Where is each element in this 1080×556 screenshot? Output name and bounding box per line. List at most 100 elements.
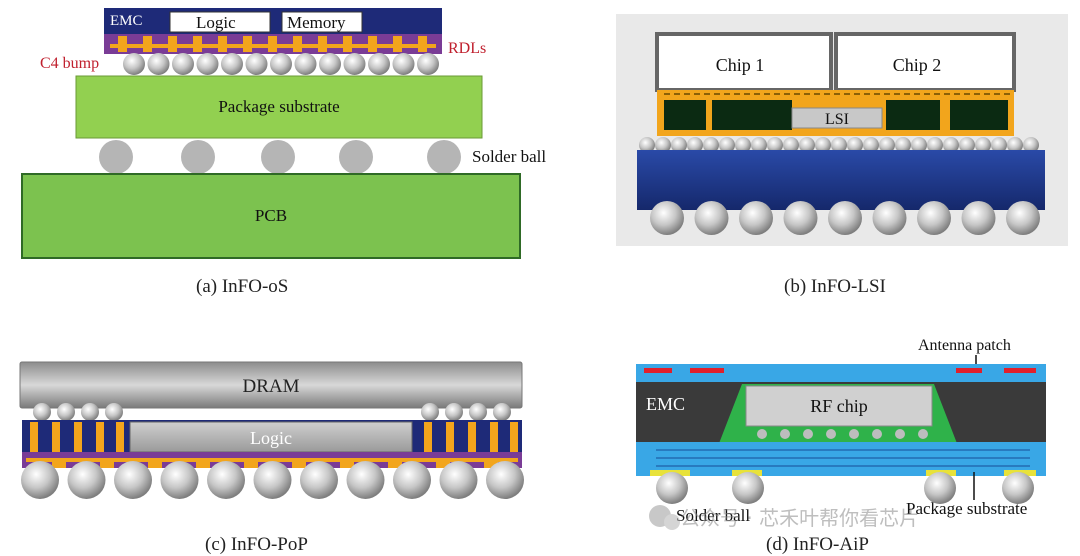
c-tiv (30, 422, 38, 456)
a-c4-bump (172, 53, 194, 75)
d-solder-ball (732, 472, 764, 504)
d-antenna-patch (1004, 368, 1036, 373)
c-pop-ball (469, 403, 487, 421)
a-c4-bump (221, 53, 243, 75)
a-c4-bump (392, 53, 415, 75)
c-rdl-pad (148, 460, 162, 468)
c-rdl-trace (26, 458, 518, 462)
c-tiv (96, 422, 104, 456)
c-through-info-vias (30, 422, 518, 456)
b-solder-balls (650, 201, 1040, 235)
d-chip-bumps (757, 429, 928, 439)
d-rdl-lines (656, 449, 1030, 467)
c-pop-ball (445, 403, 463, 421)
d-chip-bump (918, 429, 928, 439)
d-antenna-label: Antenna patch (918, 337, 1011, 354)
b-lsi-label: LSI (825, 111, 849, 128)
a-rdls-label: RDLs (448, 40, 486, 57)
a-memory-die (281, 11, 363, 33)
b-micro-bump (831, 137, 847, 153)
d-rf-chip (745, 385, 933, 427)
panel-c-info-pop: DRAM Logic (c) InFO-PoP (19, 361, 524, 555)
c-solder-ball (207, 461, 245, 499)
a-c4-label: C4 bump (40, 55, 99, 72)
a-pcb-label: PCB (255, 206, 287, 225)
d-emc-label: EMC (646, 394, 685, 414)
b-lsi-bridge (791, 107, 883, 129)
c-rdl-pad (292, 460, 306, 468)
b-solder-ball (872, 201, 907, 235)
b-micro-bump (783, 137, 799, 153)
wechat-icon-small (664, 514, 680, 530)
b-solder-ball (917, 201, 951, 235)
a-c4-bumps (123, 53, 439, 75)
d-chip-bump (895, 429, 905, 439)
a-solder-ball (261, 140, 295, 174)
b-micro-bump (1007, 137, 1023, 153)
c-rdl-pad (340, 460, 354, 468)
c-logic-label: Logic (250, 428, 292, 448)
c-tiv (116, 422, 124, 456)
b-micro-bump (1023, 137, 1039, 153)
c-tiv (446, 422, 454, 456)
panel-d-info-aip: Antenna patch RF chip EMC Solder ball Pa… (636, 337, 1046, 555)
a-logic-die (169, 11, 271, 33)
a-c4-bump (245, 53, 268, 75)
b-micro-bump (719, 137, 735, 153)
c-pop-ball (105, 403, 123, 421)
c-solder-ball (21, 461, 59, 499)
b-solder-ball (739, 201, 773, 235)
b-micro-bumps (639, 137, 1039, 153)
a-solder-ball (427, 140, 461, 174)
c-rdl-pad (100, 460, 114, 468)
a-logic-label: Logic (196, 13, 236, 32)
b-micro-bump (879, 137, 895, 153)
a-solder-ball (181, 140, 215, 174)
c-dram-label: DRAM (242, 376, 299, 397)
a-solder-balls (99, 140, 461, 174)
a-rdl-traces (110, 36, 436, 52)
c-tiv (490, 422, 498, 456)
c-tiv (510, 422, 518, 456)
d-solder-ball (1002, 472, 1034, 504)
d-rdl-layer (636, 442, 1046, 476)
c-caption: (c) InFO-PoP (205, 534, 308, 555)
c-solder-ball (253, 461, 292, 499)
b-micro-bump (959, 137, 975, 153)
d-top-layer (636, 364, 1046, 384)
b-molding-block (664, 100, 706, 130)
c-pop-ball (493, 403, 511, 421)
d-antenna-patches (644, 368, 1036, 373)
c-tiv (74, 422, 82, 456)
a-emc-label: EMC (110, 13, 143, 29)
b-caption: (b) InFO-LSI (784, 276, 886, 297)
b-chip1 (655, 32, 833, 92)
b-solder-ball (694, 201, 729, 235)
d-chip-bump (849, 429, 859, 439)
a-package-substrate (75, 75, 483, 139)
c-rdl-pad (52, 460, 66, 468)
a-solder-ball (339, 140, 373, 174)
b-solder-ball (783, 201, 818, 235)
b-molding-block (712, 100, 792, 130)
d-substrate-label: Package substrate (906, 499, 1027, 518)
a-c4-bump (196, 53, 219, 75)
d-solder-ball (656, 472, 688, 504)
d-chip-bump (826, 429, 836, 439)
b-molding-block (886, 100, 940, 130)
d-chip-bump (780, 429, 790, 439)
d-antenna-patch (956, 368, 982, 373)
c-solder-ball (393, 461, 431, 499)
b-micro-bump (655, 137, 671, 153)
c-solder-balls (21, 461, 524, 499)
b-micro-bump (991, 137, 1007, 153)
a-solder-ball (99, 140, 133, 174)
b-chip1-label: Chip 1 (716, 55, 765, 75)
c-tiv (424, 422, 432, 456)
a-substrate-label: Package substrate (218, 97, 339, 116)
c-pop-ball (81, 403, 99, 421)
c-solder-ball (486, 461, 524, 499)
c-dram (19, 361, 523, 409)
b-micro-bump (815, 137, 831, 153)
a-c4-bump (294, 53, 317, 75)
